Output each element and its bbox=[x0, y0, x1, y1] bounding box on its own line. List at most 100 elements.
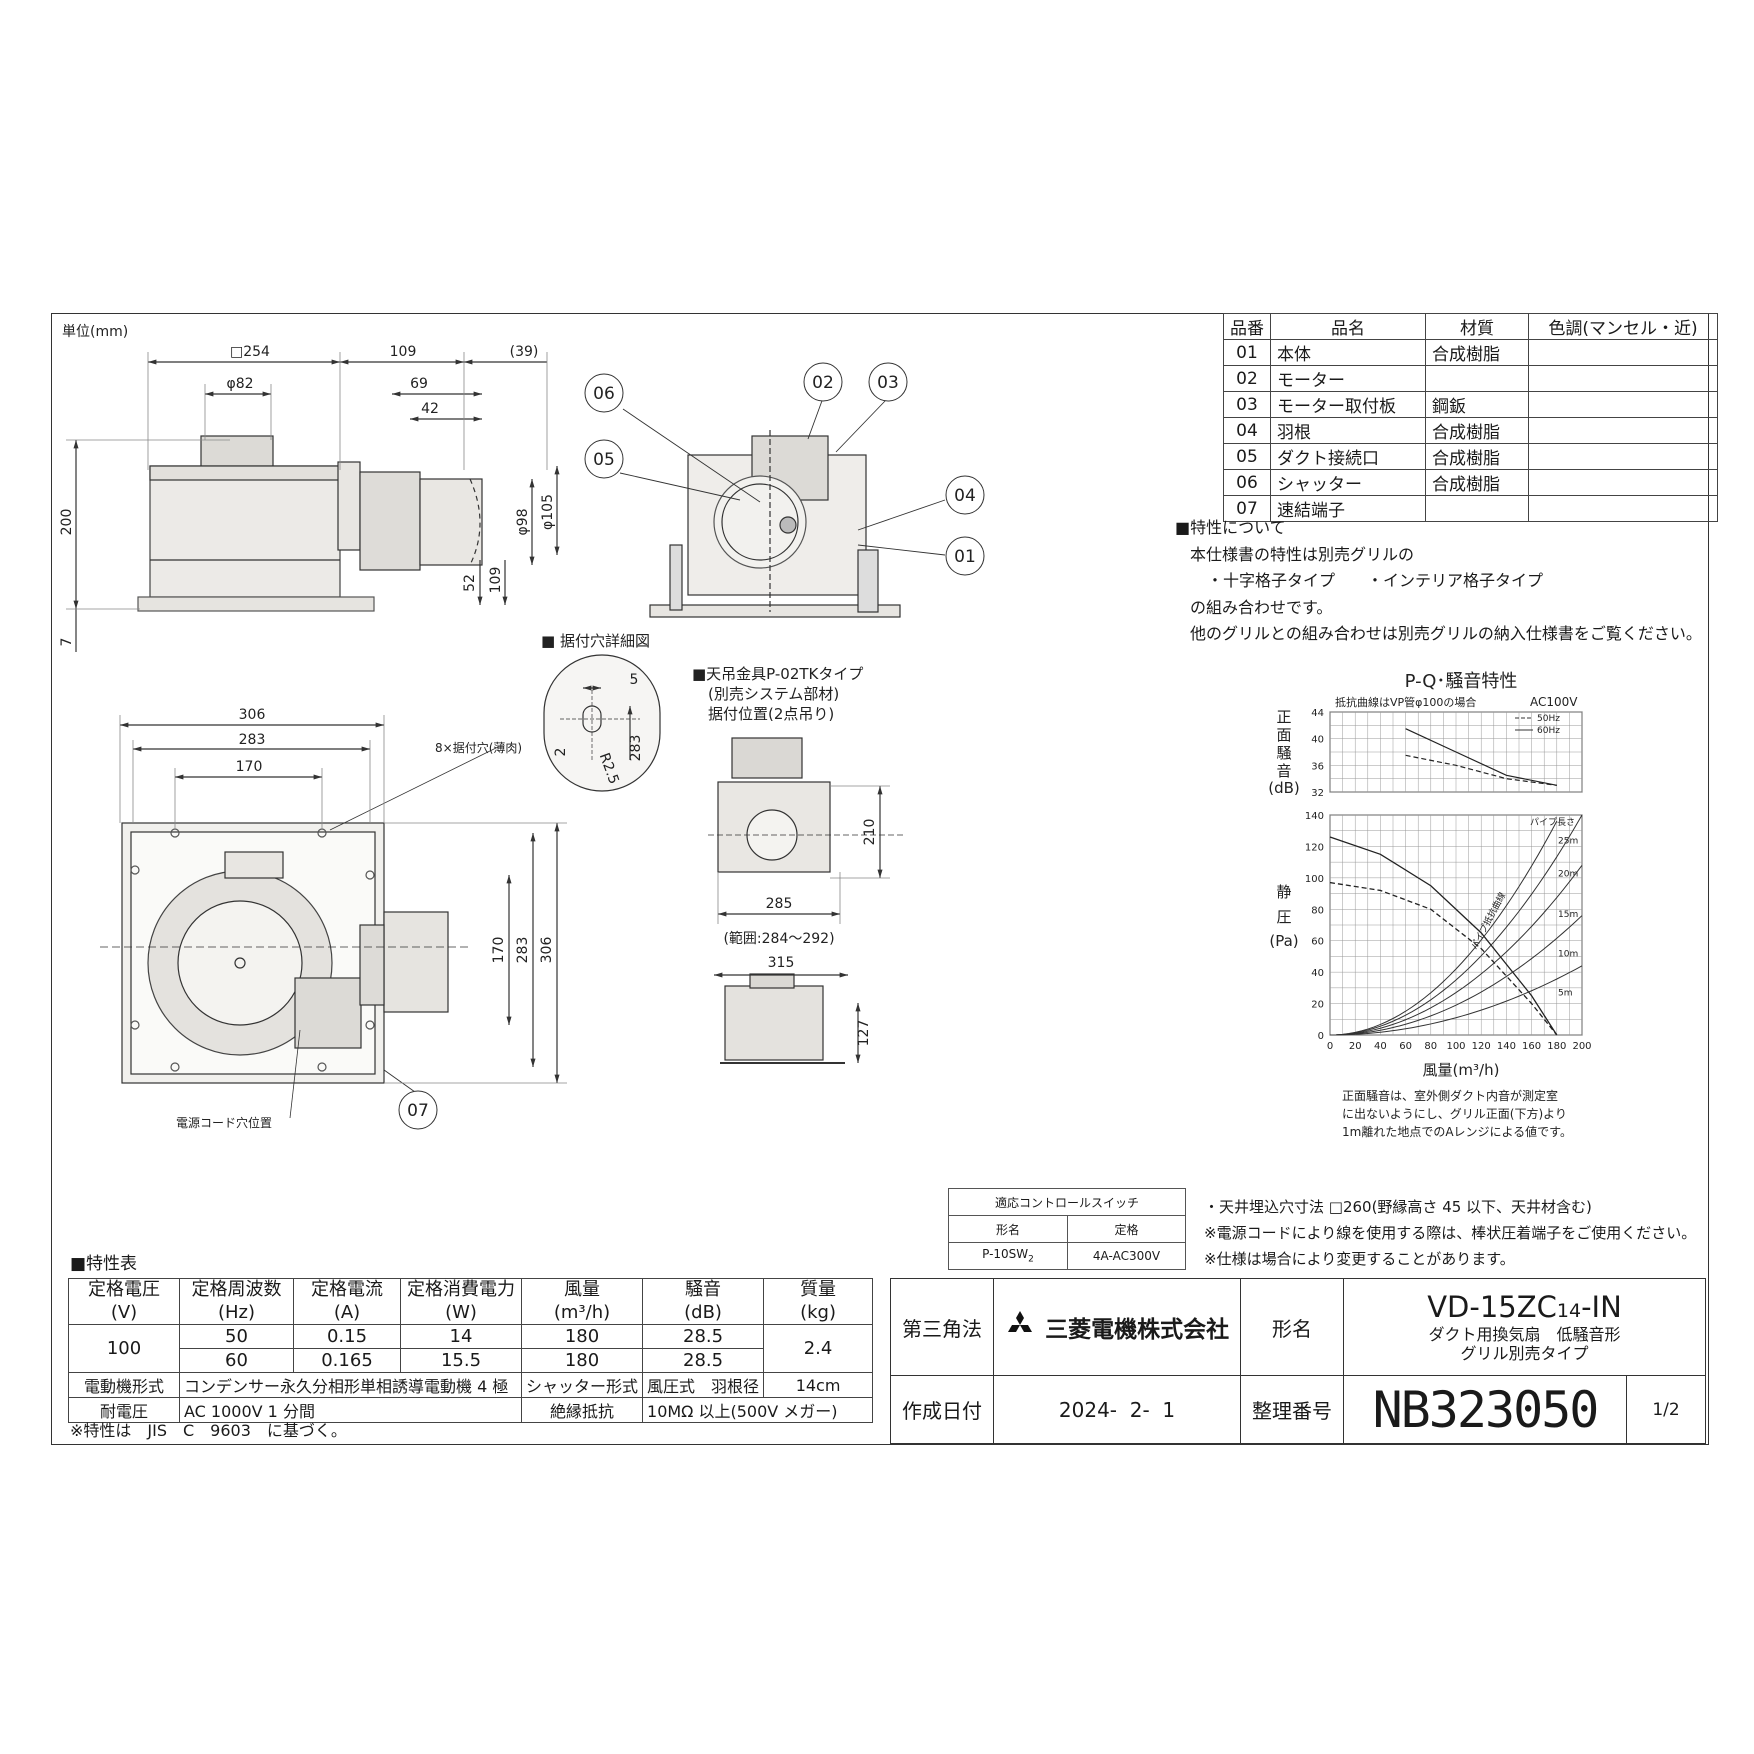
note-2: ※電源コードにより線を使用する際は、棒状圧着端子をご使用ください。 bbox=[1204, 1224, 1697, 1242]
svg-text:(dB): (dB) bbox=[1268, 779, 1300, 797]
part-no: 05 bbox=[1223, 443, 1271, 470]
note-1: ・天井埋込穴寸法 □260(野縁高さ 45 以下、天井材含む) bbox=[1204, 1198, 1592, 1216]
characteristics-line-4: 他のグリルとの組み合わせは別売グリルの納入仕様書をご覧ください。 bbox=[1190, 624, 1702, 643]
dim-283-vertical: 283 bbox=[515, 937, 531, 964]
spec-motor-label: 電動機形式 bbox=[68, 1372, 180, 1398]
spec-header-frequency-label: 定格周波数 bbox=[191, 1279, 282, 1300]
dim-phi82: φ82 bbox=[226, 376, 253, 392]
page-number: 1/2 bbox=[1626, 1375, 1706, 1444]
spec-header-frequency: 定格周波数(Hz) bbox=[179, 1278, 294, 1325]
svg-text:正: 正 bbox=[1276, 708, 1291, 726]
spec-voltage-value: 100 bbox=[68, 1324, 180, 1373]
dim-283-small: 283 bbox=[628, 735, 644, 762]
spec-header-frequency-unit: (Hz) bbox=[217, 1301, 256, 1323]
dim-phi105: φ105 bbox=[540, 494, 556, 530]
pipe-length-label: 15m bbox=[1558, 910, 1578, 920]
dim-285: 285 bbox=[766, 896, 793, 912]
part-no: 06 bbox=[1223, 469, 1271, 496]
spec-cell: 0.15 bbox=[293, 1324, 401, 1349]
dim-210: 210 bbox=[862, 819, 878, 846]
model-number: VD-15ZC14-IN bbox=[1344, 1290, 1705, 1325]
spec-header-power-label: 定格消費電力 bbox=[407, 1279, 515, 1300]
pipe-length-label: 25m bbox=[1558, 836, 1578, 846]
chart-footnote-3: 1m離れた地点でのAレンジによる値です。 bbox=[1342, 1124, 1572, 1139]
control-switch-model-sub: 2 bbox=[1028, 1254, 1034, 1265]
mount-hole-detail bbox=[543, 654, 661, 792]
spec-header-airflow: 風量(m³/h) bbox=[520, 1278, 644, 1325]
part-name: モーター bbox=[1270, 365, 1426, 392]
pq-xtick-label: 200 bbox=[1572, 1041, 1591, 1052]
date-value: 2024- 2- 1 bbox=[993, 1375, 1241, 1444]
dim-2: 2 bbox=[553, 748, 569, 757]
dim-306-vertical: 306 bbox=[539, 937, 555, 964]
parts-header-color: 色調(マンセル・近) bbox=[1528, 313, 1718, 340]
noise-tick-label: 36 bbox=[1311, 761, 1324, 772]
model-number-sub: 14 bbox=[1556, 1300, 1582, 1323]
section-view bbox=[649, 430, 901, 618]
dim-109-vertical: 109 bbox=[488, 567, 504, 594]
noise-tick-label: 40 bbox=[1311, 735, 1324, 746]
spec-shutter-value-text: 風圧式 bbox=[647, 1377, 696, 1396]
pq-axis-title: 静圧 (Pa) bbox=[1269, 883, 1298, 950]
dim-7: 7 bbox=[59, 638, 75, 647]
model-number-main: VD-15ZC bbox=[1427, 1290, 1557, 1325]
spec-cell: 180 bbox=[520, 1324, 644, 1349]
dim-109: 109 bbox=[390, 344, 417, 360]
parts-header-no: 品番 bbox=[1223, 313, 1271, 340]
pq-xtick-label: 40 bbox=[1374, 1041, 1387, 1052]
control-switch-model: P-10SW2 bbox=[948, 1242, 1068, 1270]
part-name: 本体 bbox=[1270, 339, 1426, 366]
side-elevation-view bbox=[66, 352, 560, 652]
characteristics-line-3: の組み合わせです。 bbox=[1190, 598, 1333, 617]
control-switch-title: 適応コントロールスイッチ bbox=[948, 1188, 1186, 1216]
spec-withstand-value: AC 1000V 1 分間 bbox=[179, 1397, 522, 1423]
spec-header-noise: 騒音(dB) bbox=[642, 1278, 765, 1325]
pipe-resistance-curve bbox=[1329, 965, 1583, 1036]
part-color bbox=[1528, 365, 1718, 392]
pipe-resistance-curve bbox=[1329, 864, 1583, 1036]
callout-01-label: 01 bbox=[954, 547, 976, 567]
parts-header-material: 材質 bbox=[1425, 313, 1529, 340]
spec-header-power: 定格消費電力(W) bbox=[400, 1278, 522, 1325]
part-material: 合成樹脂 bbox=[1425, 417, 1529, 444]
spec-cell: 180 bbox=[520, 1348, 644, 1373]
pq-series-60hz bbox=[1329, 836, 1558, 1036]
callout-02 bbox=[803, 362, 843, 402]
pq-ytick-label: 100 bbox=[1305, 874, 1324, 885]
spec-cell: 60 bbox=[179, 1348, 294, 1373]
pq-xtick-label: 160 bbox=[1522, 1041, 1541, 1052]
pq-xtick-label: 0 bbox=[1327, 1041, 1333, 1052]
unit-label: 単位(mm) bbox=[62, 324, 128, 340]
part-material: 合成樹脂 bbox=[1425, 339, 1529, 366]
spec-insulation-label: 絶縁抵抗 bbox=[520, 1397, 644, 1423]
note-3: ※仕様は場合により変更することがあります。 bbox=[1204, 1250, 1515, 1268]
spec-table-title: ■特性表 bbox=[70, 1254, 138, 1274]
callout-05-label: 05 bbox=[593, 450, 615, 470]
pq-xtick-label: 60 bbox=[1399, 1041, 1412, 1052]
svg-text:騒: 騒 bbox=[1276, 744, 1291, 762]
hanger-subtitle-1: (別売システム部材) bbox=[708, 685, 839, 703]
spec-insulation-value: 10MΩ 以上(500V メガー) bbox=[642, 1397, 874, 1423]
part-material bbox=[1425, 495, 1529, 522]
spec-header-power-unit: (W) bbox=[445, 1301, 477, 1323]
callout-02-label: 02 bbox=[812, 373, 834, 393]
chart-footnote-2: に出ないようにし、グリル正面(下方)より bbox=[1342, 1106, 1567, 1121]
dim-5: 5 bbox=[630, 672, 639, 688]
part-no: 07 bbox=[1223, 495, 1271, 522]
callout-04 bbox=[945, 475, 985, 515]
pipe-length-label: 20m bbox=[1558, 869, 1578, 879]
spec-header-current-label: 定格電流 bbox=[311, 1279, 383, 1300]
dim-200: 200 bbox=[59, 509, 75, 536]
pq-noise-chart: P-Q･騒音特性 抵抗曲線はVP管φ100の場合 AC100V 44403632… bbox=[1268, 671, 1591, 1139]
characteristics-line-1: 本仕様書の特性は別売グリルの bbox=[1190, 545, 1415, 564]
spec-header-voltage-unit: (V) bbox=[110, 1301, 138, 1323]
pq-xtick-label: 20 bbox=[1349, 1041, 1362, 1052]
spec-header-weight-unit: (kg) bbox=[800, 1301, 837, 1323]
